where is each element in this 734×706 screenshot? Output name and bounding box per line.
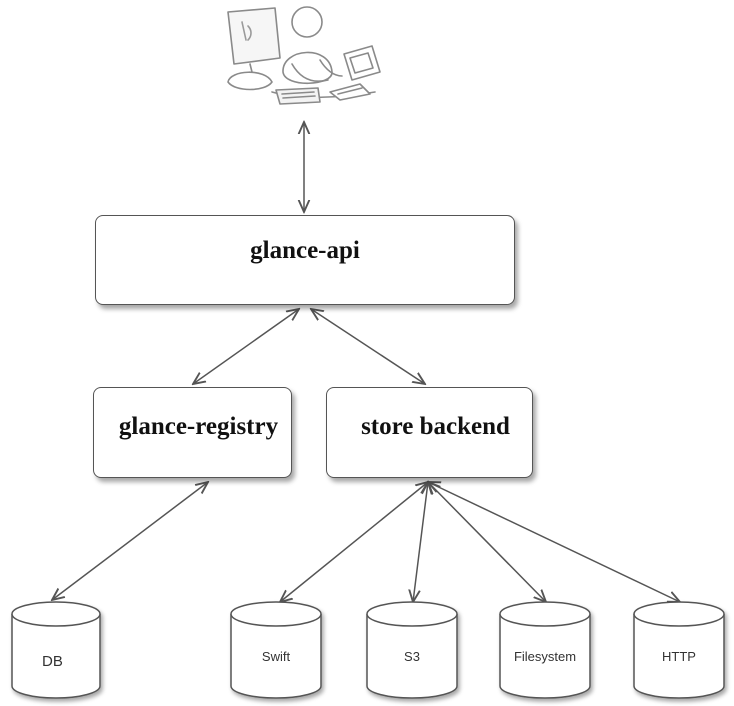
filesystem-cylinder: Filesystem (499, 601, 591, 699)
glance-api-box: glance-api (95, 215, 515, 305)
store-http-arrow (428, 482, 680, 602)
store-swift-arrow (280, 482, 428, 602)
registry-db-arrow (52, 482, 208, 600)
store-s3-arrow (413, 482, 428, 602)
api-registry-arrow (193, 309, 299, 384)
http-label: HTTP (662, 649, 696, 664)
glance-api-label: glance-api (250, 237, 360, 264)
swift-cylinder: Swift (230, 601, 322, 699)
filesystem-label: Filesystem (514, 649, 576, 664)
user-at-computer-icon (227, 6, 381, 105)
glance-registry-label: glance-registry (118, 412, 279, 440)
http-cylinder: HTTP (633, 601, 725, 699)
store-backend-label: store backend (361, 412, 510, 440)
db-cylinder: DB (11, 601, 101, 699)
store-filesystem-arrow (428, 482, 546, 602)
connections (52, 122, 680, 602)
s3-cylinder: S3 (366, 601, 458, 699)
store-backend-box: store backend (326, 387, 533, 478)
glance-registry-box: glance-registry (93, 387, 292, 478)
api-store-arrow (311, 309, 425, 384)
swift-label: Swift (262, 649, 291, 664)
db-label: DB (42, 653, 63, 670)
s3-label: S3 (404, 649, 420, 664)
